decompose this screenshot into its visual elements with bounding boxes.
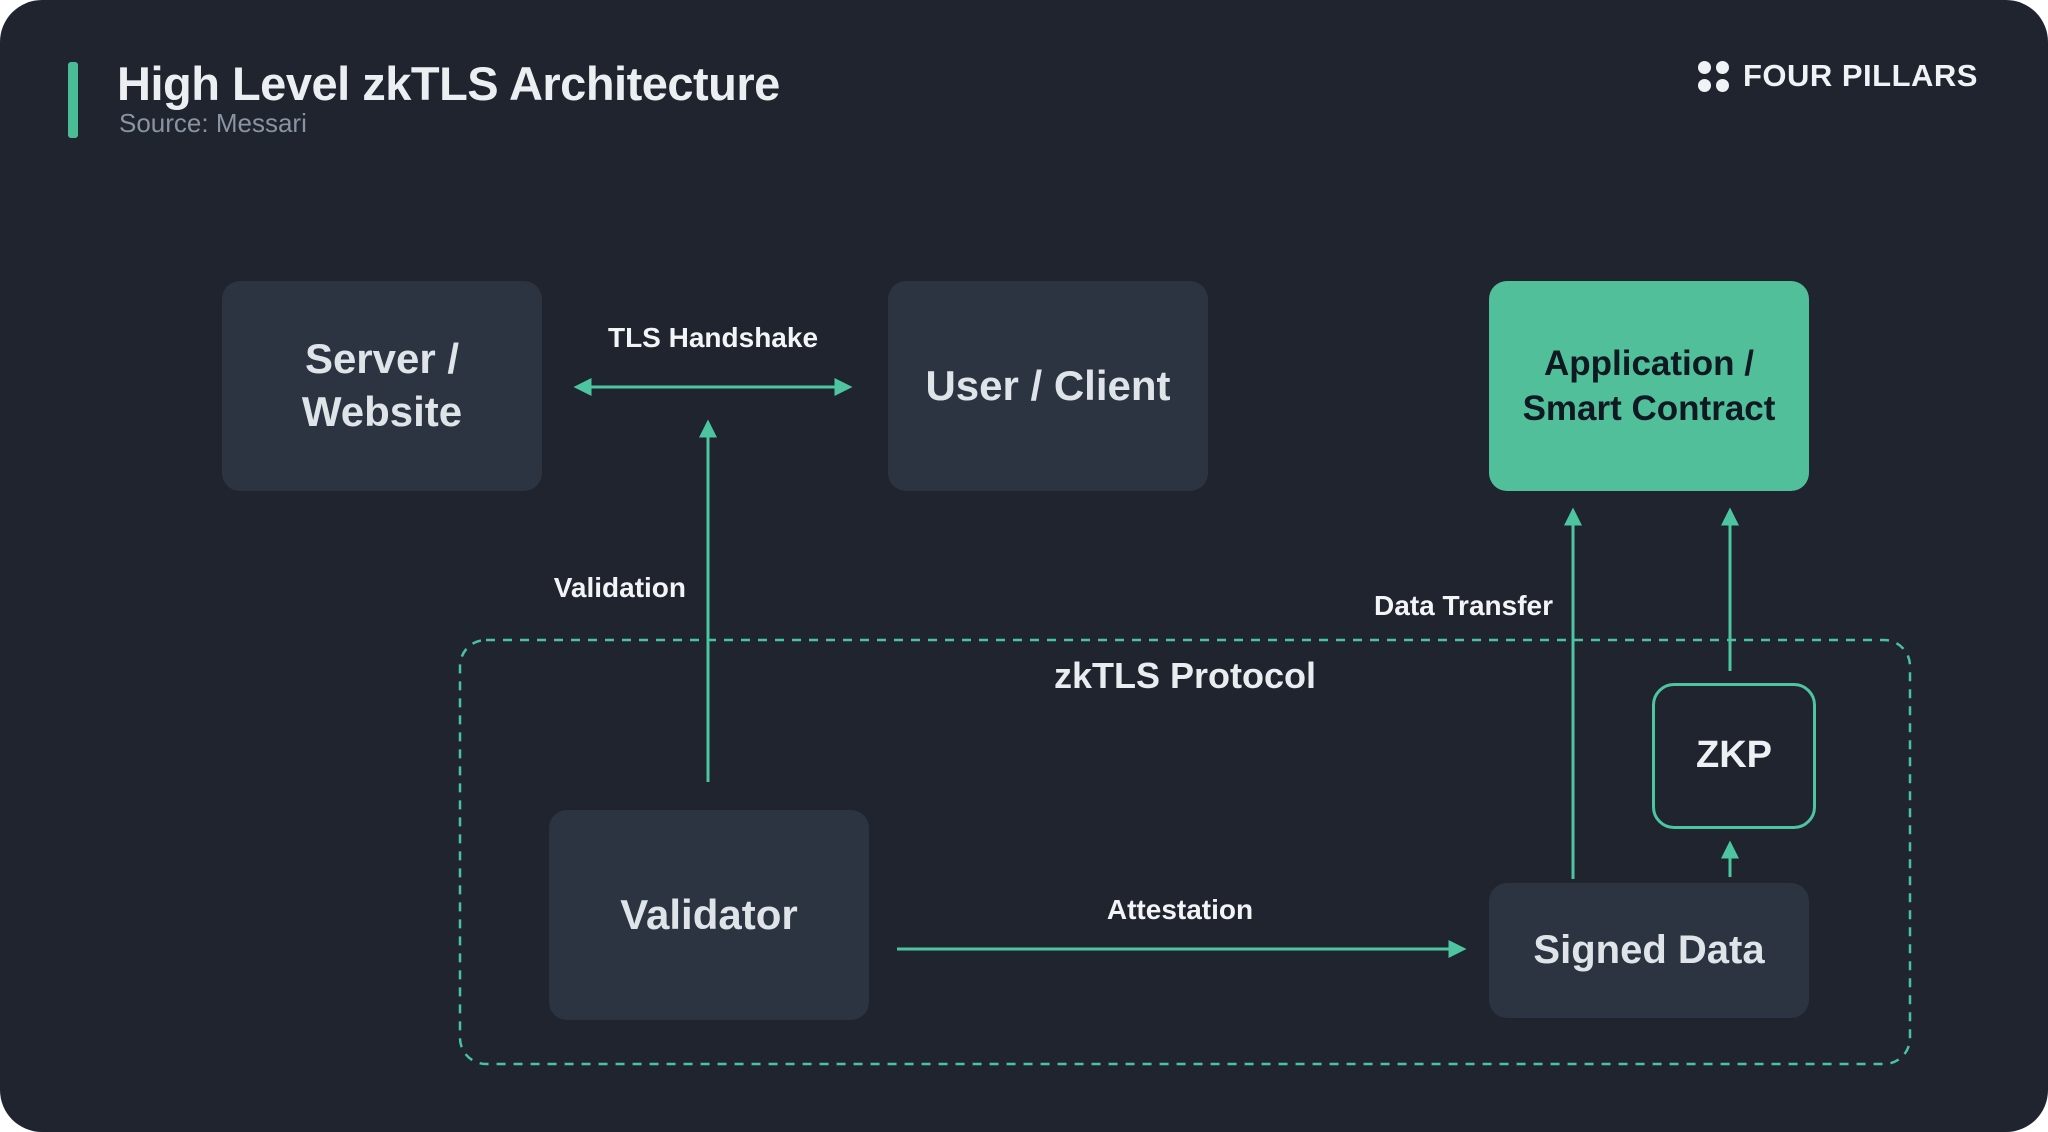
- page-title: High Level zkTLS Architecture: [117, 57, 780, 110]
- brand-logo: FOUR PILLARS: [1697, 58, 1978, 94]
- node-validator: Validator: [549, 810, 869, 1020]
- node-zkp: ZKP: [1652, 683, 1816, 829]
- dot-icon: [1715, 60, 1729, 74]
- four-dots-icon: [1697, 60, 1729, 92]
- edge-label-tls-handshake: TLS Handshake: [607, 322, 819, 353]
- node-label: Signed Data: [1533, 925, 1764, 975]
- zktls-protocol-label: zkTLS Protocol: [1053, 655, 1317, 696]
- node-label: Application / Smart Contract: [1523, 341, 1776, 432]
- node-label-line: Validator: [620, 890, 798, 938]
- node-label-line: Application /: [1543, 343, 1754, 383]
- node-user-client: User / Client: [888, 281, 1208, 491]
- edge-label-data-transfer: Data Transfer: [1374, 590, 1553, 621]
- brand-name: FOUR PILLARS: [1742, 58, 1978, 93]
- node-label-line: ZKP: [1696, 734, 1772, 777]
- node-label-line: Smart Contract: [1522, 389, 1776, 428]
- node-label: Validator: [620, 889, 797, 942]
- node-application-smart-contract: Application / Smart Contract: [1489, 281, 1809, 491]
- edge-label-validation: Validation: [553, 572, 686, 603]
- source-caption: Source: Messari: [119, 108, 307, 138]
- node-server-website: Server / Website: [222, 281, 542, 491]
- dot-icon: [1715, 78, 1729, 92]
- edge-label-attestation: Attestation: [1106, 894, 1254, 925]
- node-label-line: Website: [301, 388, 463, 435]
- dot-icon: [1697, 60, 1711, 74]
- node-signed-data: Signed Data: [1489, 883, 1809, 1018]
- node-label: Server / Website: [302, 333, 462, 439]
- node-label-line: Signed Data: [1533, 928, 1765, 973]
- node-label: ZKP: [1696, 732, 1772, 780]
- dot-icon: [1697, 78, 1711, 92]
- node-label: User / Client: [925, 360, 1170, 413]
- node-label-line: User / Client: [925, 361, 1171, 409]
- title-accent-bar: [68, 62, 78, 138]
- node-label-line: Server /: [304, 335, 460, 383]
